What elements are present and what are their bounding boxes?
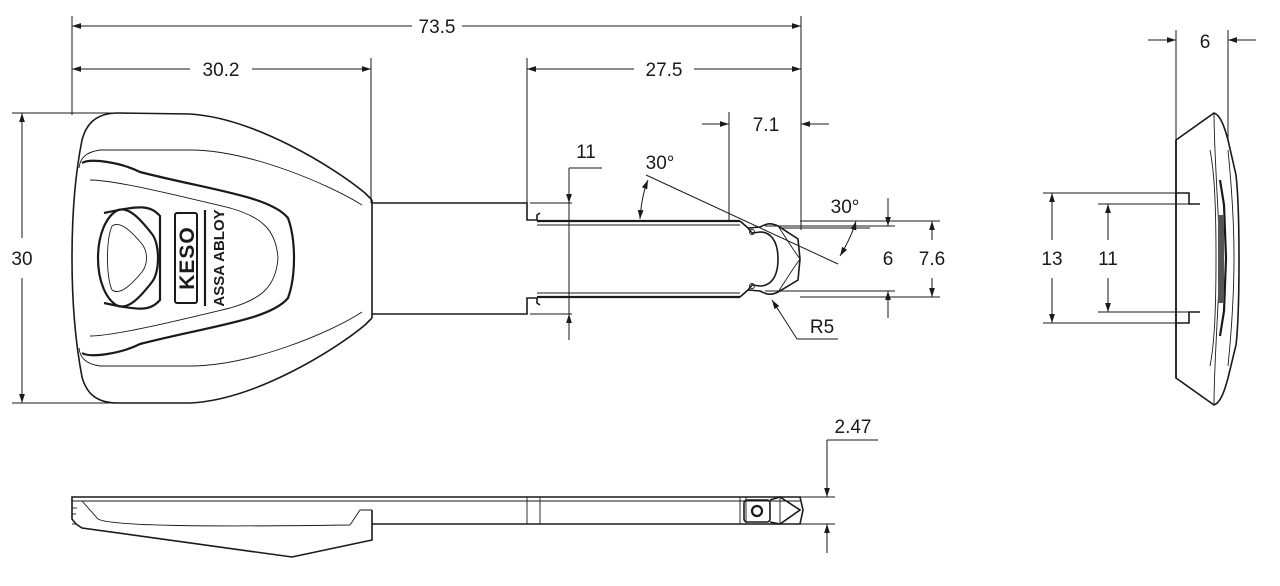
- dimension-blade-length: 27.5: [526, 58, 801, 203]
- dimension-angle-tip: 30°: [782, 197, 870, 257]
- dim-text-blade-thickness: 2.47: [835, 417, 872, 438]
- dimension-head-length: 30.2: [72, 58, 372, 203]
- keso-logo: KESO: [174, 212, 199, 304]
- key-front-view: KESO ASSA ABLOY: [71, 112, 801, 404]
- dim-text-angle-top: 30°: [646, 153, 675, 174]
- dimension-head-height: 30: [11, 112, 112, 404]
- dimension-angle-top: 30°: [637, 153, 839, 265]
- dimension-side-height-outer: 13: [1041, 192, 1176, 324]
- key-head-grip: [81, 159, 296, 357]
- dim-text-tip-length: 7.1: [753, 115, 779, 136]
- dim-text-blade-length: 27.5: [646, 60, 683, 81]
- dim-text-tip-width: 6: [883, 249, 894, 270]
- dim-text-side-height-inner: 11: [1098, 249, 1118, 270]
- logo-maker-text: ASSA ABLOY: [211, 209, 228, 306]
- dim-text-blade-width: 7.6: [919, 249, 945, 270]
- dimension-groove-offset: 11: [530, 142, 602, 340]
- assa-abloy-logo: ASSA ABLOY: [211, 209, 228, 306]
- dim-text-side-height-outer: 13: [1041, 249, 1062, 270]
- dimension-tip-length: 7.1: [702, 112, 829, 221]
- key-bottom-view: [71, 496, 804, 558]
- logo-brand-text: KESO: [176, 226, 199, 290]
- dimension-blade-width: 7.6: [800, 220, 945, 298]
- dim-text-head-height: 30: [11, 249, 32, 270]
- dim-text-tip-radius: R5: [810, 317, 834, 338]
- key-head-bevel: [78, 149, 363, 206]
- dimension-side-width: 6: [1148, 30, 1256, 140]
- dim-text-angle-tip: 30°: [831, 197, 860, 218]
- dimension-overall-length: 73.5: [71, 16, 802, 230]
- dimension-side-height-inner: 11: [1098, 203, 1190, 313]
- key-side-view: [1175, 112, 1240, 406]
- key-blade: [537, 219, 801, 299]
- key-head-outline: [71, 112, 373, 404]
- dimension-blade-thickness: 2.47: [800, 417, 878, 553]
- dim-text-head-length: 30.2: [203, 60, 240, 81]
- dim-text-overall-length: 73.5: [419, 17, 456, 38]
- dim-text-side-width: 6: [1200, 32, 1211, 53]
- finger-recess: [96, 208, 160, 308]
- dimension-tip-radius: R5: [771, 299, 838, 340]
- dim-text-groove-offset: 11: [576, 142, 596, 163]
